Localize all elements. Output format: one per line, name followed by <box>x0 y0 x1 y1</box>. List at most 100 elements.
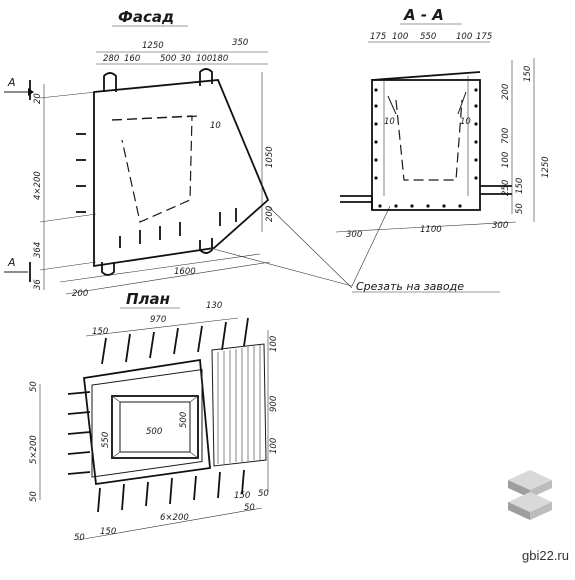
facade-panel-outline <box>93 79 270 268</box>
section-ledge-left <box>340 195 373 210</box>
facade-left-ext <box>39 261 97 271</box>
facade-dim-part-2: 160 <box>124 54 140 64</box>
plan-dim-left-mid: 5×200 <box>29 435 39 464</box>
plan-dim-top-mid: 970 <box>150 315 166 325</box>
plan-dim-inner-label: 500 <box>146 427 162 437</box>
section-dim-inner-left: 10 <box>384 117 395 127</box>
section-dim-top-3: 550 <box>420 32 436 42</box>
facade-dim-part-6: 180 <box>212 54 228 64</box>
gbi22-logo-icon <box>508 470 552 520</box>
plan-view: План 150 970 130 550 500 500 <box>29 290 279 543</box>
plan-hatched-zone <box>211 343 267 467</box>
plan-dim-bottom-right: 150 <box>234 491 250 501</box>
section-dim-right-top: 150 <box>523 66 533 82</box>
note-leader-3 <box>351 205 391 287</box>
plan-slab-inner <box>91 369 203 478</box>
plan-left-rebar <box>67 391 91 475</box>
facade-dim-bottom-total: 1600 <box>174 267 196 277</box>
plan-dim-top-left: 150 <box>92 327 108 337</box>
section-dim-right-b: 700 <box>501 128 511 144</box>
section-dim-top-1: 175 <box>370 32 386 42</box>
section-marker-top: А <box>7 76 16 89</box>
section-chamfer-left <box>387 95 397 115</box>
facade-dim-part-5: 100 <box>196 54 212 64</box>
facade-lifting-loop-1 <box>103 72 117 92</box>
plan-slab-outline <box>83 358 211 486</box>
plan-top-rebar <box>101 317 249 365</box>
facade-dim-part-1: 280 <box>103 54 119 64</box>
section-dim-bottom-left: 300 <box>346 230 362 240</box>
plan-title: План <box>126 290 170 308</box>
section-dim-right-total: 1250 <box>541 156 551 178</box>
section-bolt-dots <box>374 88 478 208</box>
section-dim-top-2: 100 <box>392 32 408 42</box>
section-chamfer-right <box>457 91 467 115</box>
plan-dim-bottom-mid: 6×200 <box>160 513 189 523</box>
plan-dim-bottom-left: 150 <box>100 527 116 537</box>
plan-dim-right-mid: 900 <box>269 396 279 412</box>
facade-bottom-dim-line <box>65 261 271 295</box>
facade-dim-top-right: 350 <box>232 38 248 48</box>
section-view: А - А 175 100 550 100 175 10 10 <box>335 6 551 240</box>
section-dim-top-5: 175 <box>476 32 492 42</box>
section-dim-right-e: 150 <box>515 178 525 194</box>
facade-dim-left-mid: 4×200 <box>33 171 43 200</box>
section-dim-top-4: 100 <box>456 32 472 42</box>
section-title: А - А <box>403 6 444 24</box>
section-dim-bottom-mid: 1100 <box>420 225 442 235</box>
facade-dim-right-height: 1050 <box>265 146 275 168</box>
section-hidden-opening <box>395 99 463 181</box>
plan-top-dim-line <box>85 317 239 337</box>
logo-block-side-right <box>530 502 552 520</box>
plan-bottom-rebar <box>97 469 245 513</box>
facade-dim-part-3: 500 <box>160 54 176 64</box>
cut-at-factory-note: Срезать на заводе <box>356 280 464 293</box>
facade-lifting-loop-4 <box>199 238 213 254</box>
facade-dim-part-4: 30 <box>180 54 191 64</box>
facade-dim-left-bottom: 36 <box>33 279 43 290</box>
note-leader-2 <box>267 205 353 289</box>
logo-block-side-left <box>508 480 530 498</box>
plan-dim-bottom-far-left: 50 <box>74 533 85 543</box>
section-bottom-dim-line <box>335 221 517 233</box>
plan-opening-inner <box>119 401 191 453</box>
facade-view: Фасад 1250 350 280 160 500 30 100 180 10 <box>4 8 275 299</box>
plan-hatching <box>217 345 261 464</box>
facade-dim-top-total: 1250 <box>142 41 164 51</box>
section-top-edge <box>371 71 481 81</box>
logo-block-side-left <box>508 502 530 520</box>
section-dim-bottom-right: 300 <box>492 221 508 231</box>
section-dim-right-c: 100 <box>501 152 511 168</box>
facade-left-ext <box>39 91 97 99</box>
facade-hidden-line <box>111 115 201 121</box>
section-dim-right-a: 200 <box>501 84 511 100</box>
facade-lifting-loop-2 <box>199 68 213 86</box>
plan-bottom-dim-line <box>77 507 263 541</box>
plan-opening-frame <box>111 395 199 459</box>
plan-dim-right-top: 100 <box>269 336 279 352</box>
section-marker-bottom: А <box>7 256 16 269</box>
plan-dim-inner-w: 550 <box>101 432 111 448</box>
facade-bottom-dim-line-2 <box>59 253 261 283</box>
facade-left-ext <box>39 213 97 223</box>
section-dim-inner-right: 10 <box>460 117 471 127</box>
facade-title: Фасад <box>118 8 174 26</box>
section-body-outline <box>371 79 481 211</box>
facade-hidden-opening <box>111 115 193 223</box>
note-leader-1 <box>209 247 353 287</box>
plan-dim-top-right: 130 <box>206 301 222 311</box>
plan-dim-right-bottom: 100 <box>269 438 279 454</box>
plan-dim-left-top: 50 <box>29 381 39 392</box>
facade-slope-mark: 10 <box>210 121 221 131</box>
logo-block-side-right <box>530 480 552 498</box>
plan-dim-bottom-r50: 50 <box>258 489 269 499</box>
facade-dim-right-low: 200 <box>265 206 275 222</box>
section-dim-right-f: 50 <box>515 203 525 214</box>
plan-dim-left-bottom: 50 <box>29 491 39 502</box>
plan-dim-bottom-far: 50 <box>244 503 255 513</box>
facade-dim-left-top: 20 <box>33 93 43 104</box>
section-dim-right-d: 250 <box>501 180 511 196</box>
plan-dim-inner-h: 500 <box>179 412 189 428</box>
